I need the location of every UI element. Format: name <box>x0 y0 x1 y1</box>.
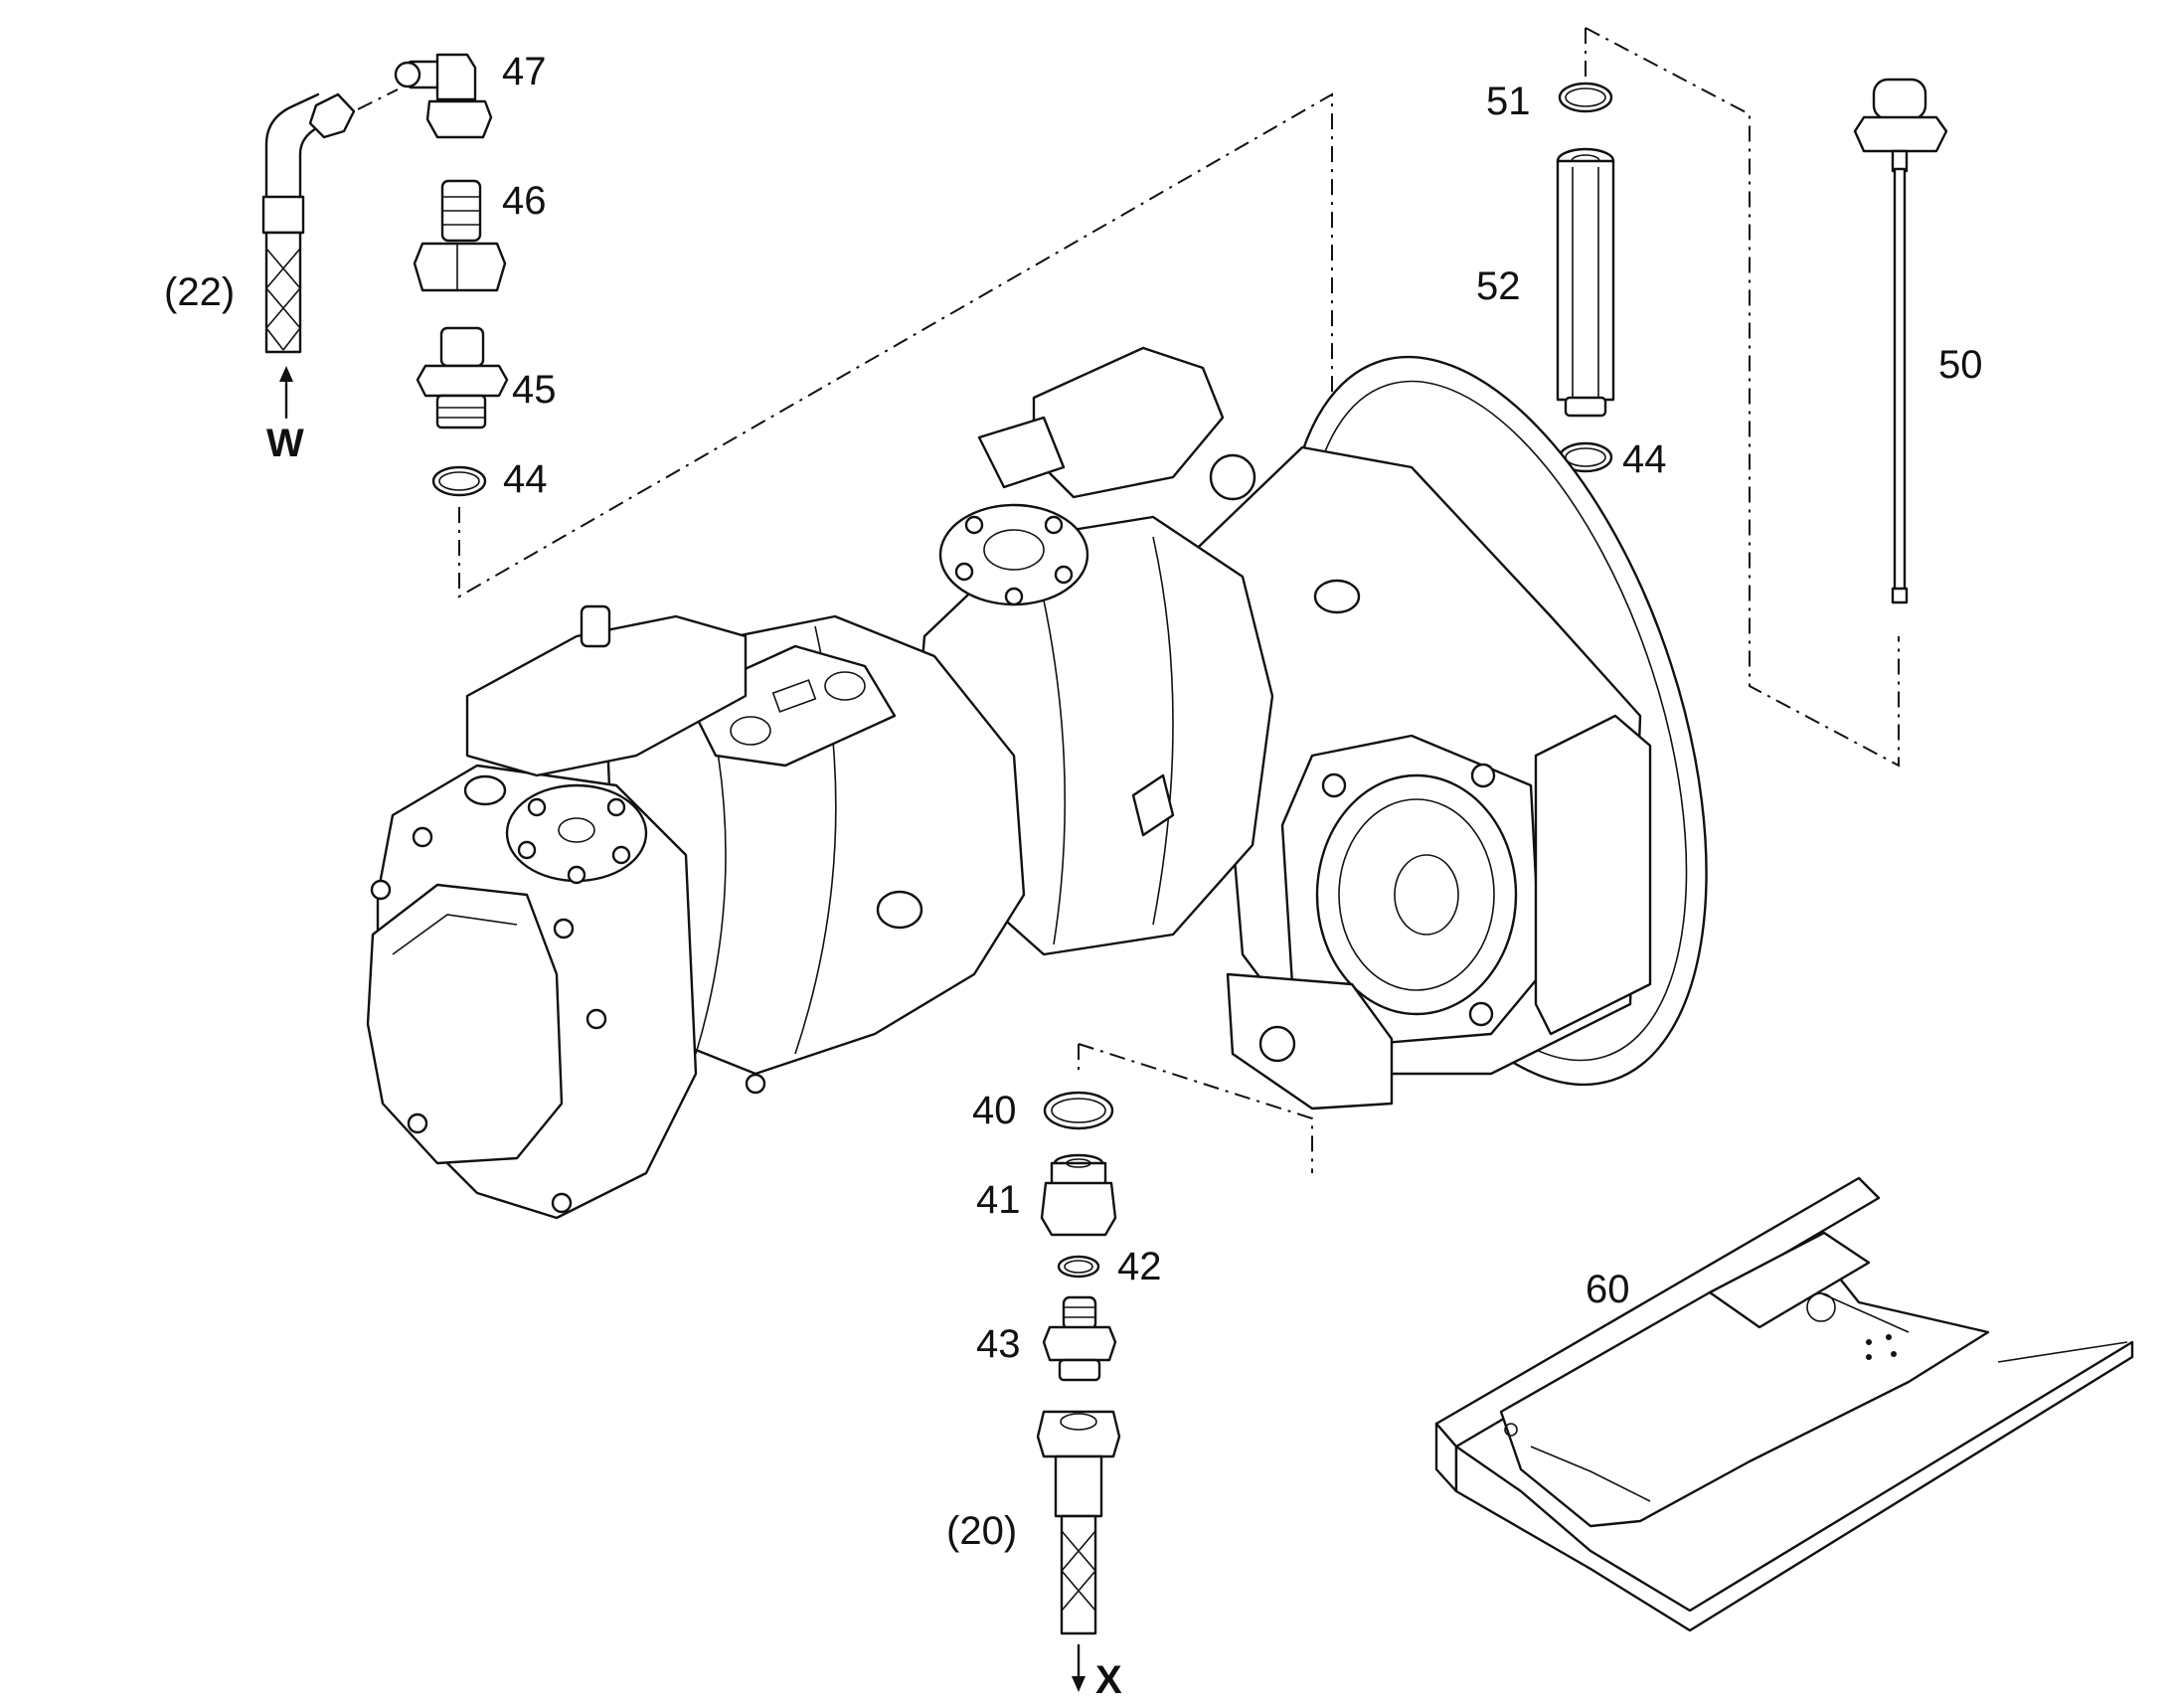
part-50-dipstick <box>1853 78 1948 604</box>
part-42-oring <box>1057 1255 1100 1279</box>
callout-x: X <box>1095 1658 1122 1702</box>
callout-52: 52 <box>1476 264 1521 308</box>
part-52-extension <box>1556 147 1615 418</box>
callout-44-left: 44 <box>503 457 548 501</box>
callout-60: 60 <box>1586 1268 1630 1311</box>
part-43-connector <box>1042 1295 1117 1382</box>
callout-40: 40 <box>972 1089 1017 1132</box>
callout-42: 42 <box>1117 1245 1162 1288</box>
callout-46: 46 <box>502 179 547 223</box>
part-40-ring <box>1043 1091 1114 1130</box>
part-46-connector <box>413 179 507 292</box>
callout-51: 51 <box>1486 80 1531 123</box>
part-41-nut <box>1040 1153 1117 1237</box>
callout-20: (20) <box>946 1509 1018 1553</box>
part-45-connector <box>416 326 509 429</box>
callout-w: W <box>266 422 304 465</box>
part-51-oring <box>1558 82 1613 113</box>
part-44-oring-left <box>431 465 487 497</box>
callout-47: 47 <box>502 50 547 93</box>
callout-45: 45 <box>512 368 557 412</box>
part-60-tray <box>1434 1176 2134 1632</box>
callout-44-right: 44 <box>1622 437 1667 481</box>
pump-assembly <box>366 346 1708 1220</box>
part-47-elbow <box>394 53 493 139</box>
hose-22 <box>261 92 356 420</box>
callout-50: 50 <box>1938 343 1983 387</box>
callout-22: (22) <box>164 270 236 314</box>
callout-41: 41 <box>976 1178 1021 1222</box>
hose-20 <box>1036 1410 1121 1692</box>
callout-43: 43 <box>976 1322 1021 1366</box>
